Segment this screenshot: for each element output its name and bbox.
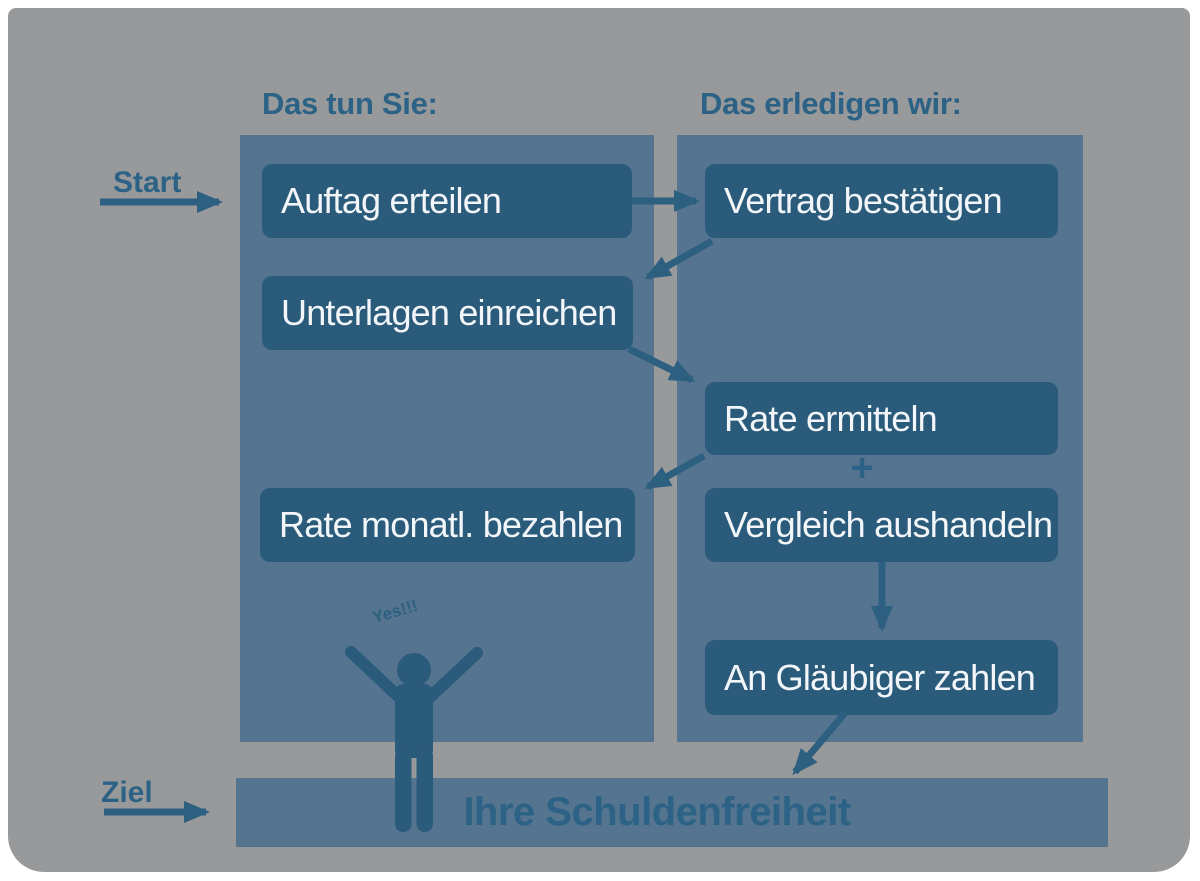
goal-text: Ihre Schuldenfreiheit [463, 790, 851, 834]
step-label: An Gläubiger zahlen [724, 656, 1036, 698]
plus-sign: + [850, 446, 874, 490]
step-vergleich-aushandeln: Vergleich aushandeln [705, 488, 1058, 562]
step-label: Rate ermitteln [724, 397, 938, 439]
goal-bar: Ihre Schuldenfreiheit [236, 778, 1108, 847]
step-label: Auftag erteilen [281, 180, 502, 221]
column-header-we: Das erledigen wir: [700, 86, 962, 121]
step-label: Vertrag bestätigen [724, 180, 1003, 221]
ziel-label: Ziel [101, 776, 153, 809]
step-unterlagen-einreichen: Unterlagen einreichen [262, 276, 633, 350]
step-label: Unterlagen einreichen [281, 292, 617, 333]
step-label: Rate monatl. bezahlen [279, 504, 623, 545]
step-vertrag-bestaetigen: Vertrag bestätigen [705, 164, 1058, 238]
step-auftag-erteilen: Auftag erteilen [262, 164, 632, 238]
step-an-glaeubiger-zahlen: An Gläubiger zahlen [705, 640, 1058, 715]
step-label: Vergleich aushandeln [724, 504, 1053, 545]
start-label: Start [113, 166, 182, 199]
column-header-you: Das tun Sie: [262, 86, 438, 121]
step-rate-ermitteln: Rate ermitteln [705, 382, 1058, 455]
step-rate-monatl-bezahlen: Rate monatl. bezahlen [260, 488, 635, 562]
